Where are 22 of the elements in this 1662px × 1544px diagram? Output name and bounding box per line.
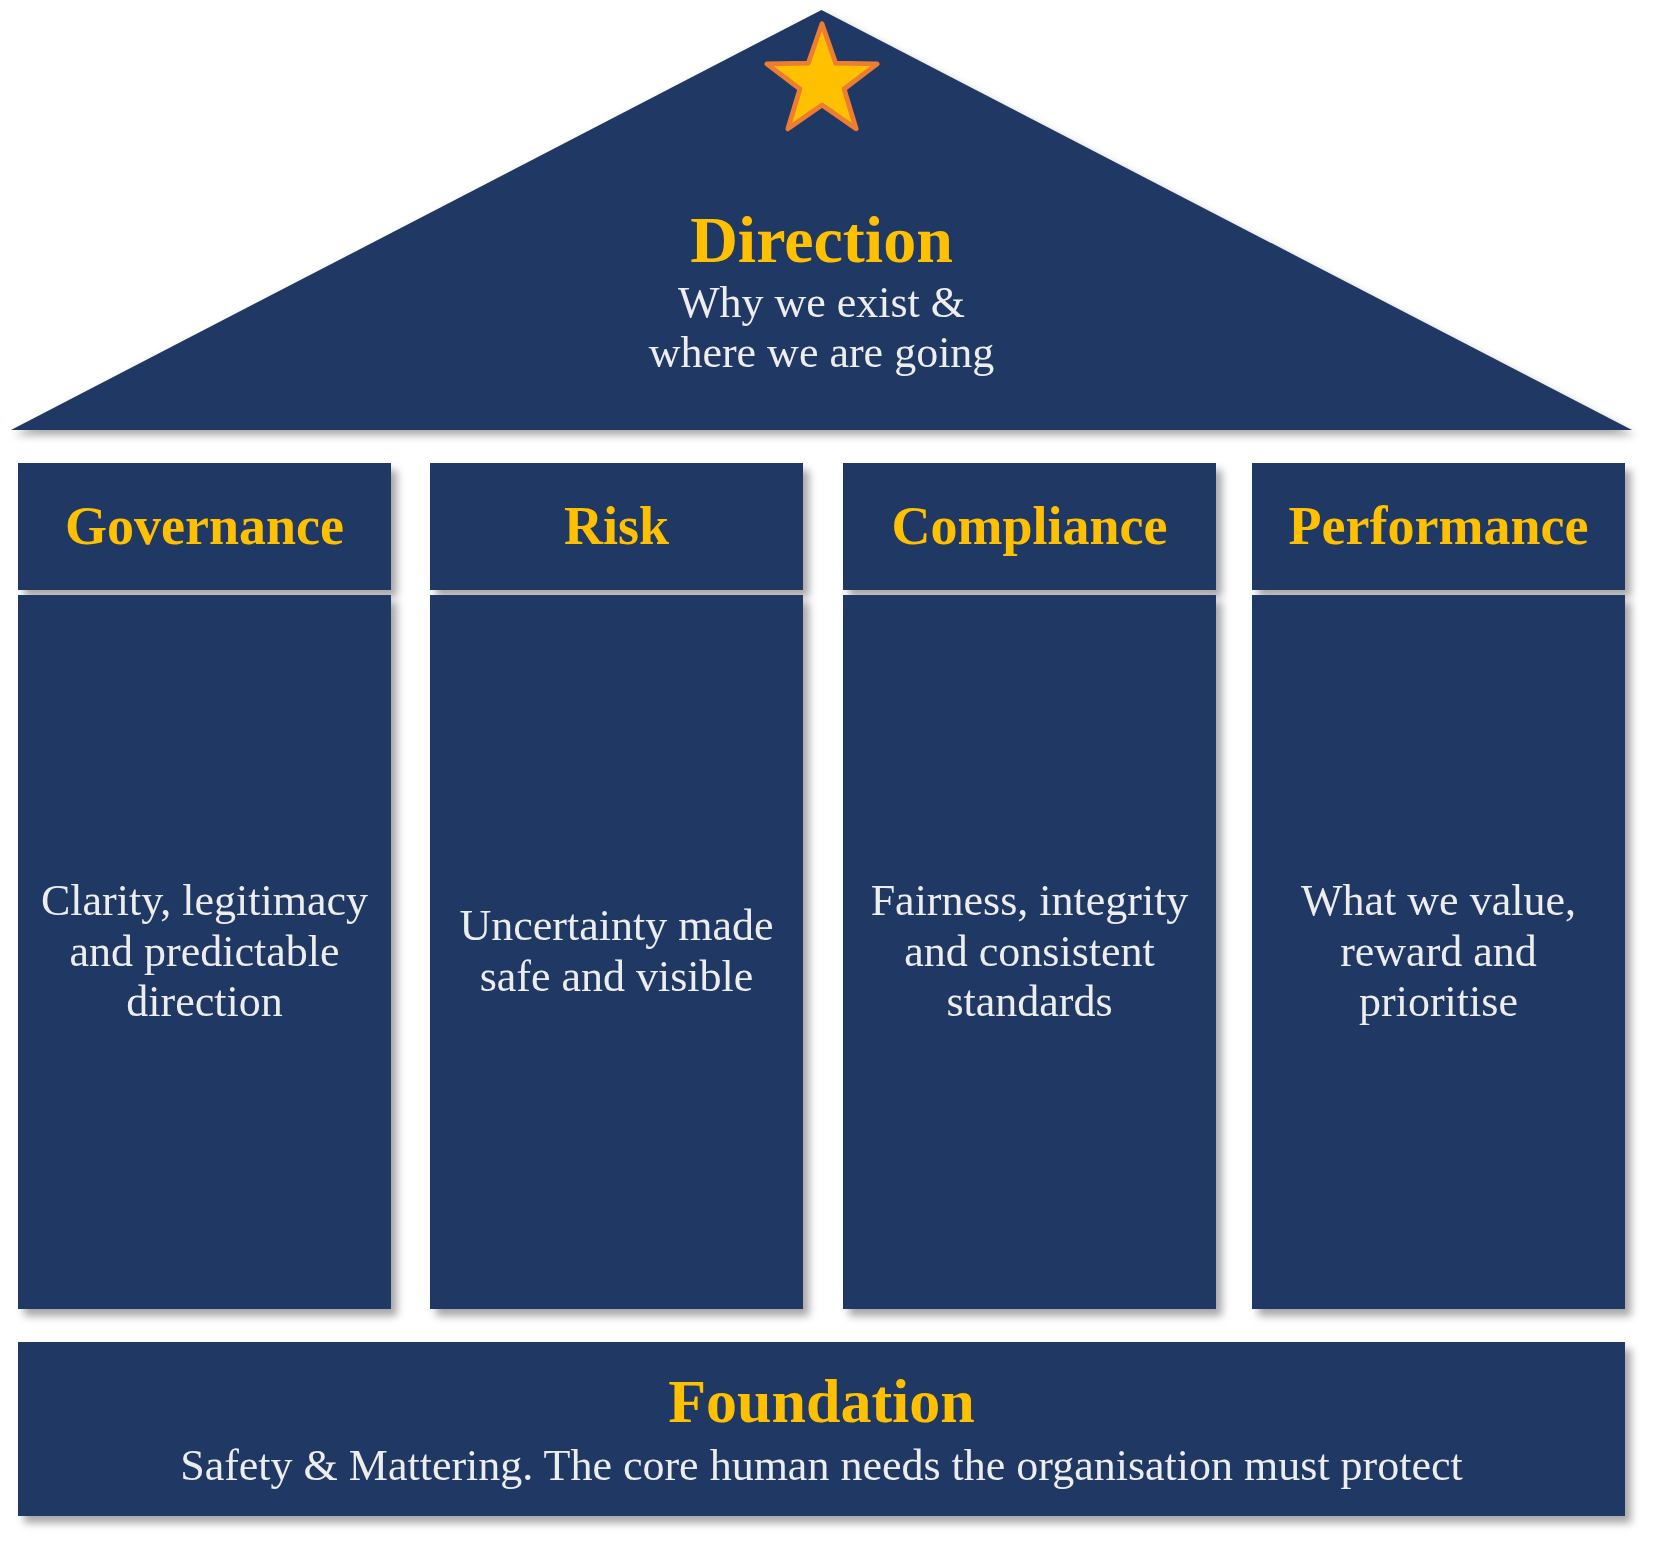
foundation-description: Safety & Mattering. The core human needs the organisation must protect (180, 1441, 1463, 1492)
roof-triangle (11, 10, 1632, 430)
pillar-description: Fairness, integrity and consistent standards (869, 876, 1190, 1028)
pillar-description: Uncertainty made safe and visible (458, 901, 775, 1003)
pillar-description: What we value, reward and prioritise (1300, 876, 1577, 1028)
pillar-header (430, 463, 803, 590)
pillar-heading: Governance (65, 495, 344, 558)
pillar-header (1252, 463, 1625, 590)
pillar-body (18, 595, 391, 1309)
roof-heading: Direction (690, 202, 953, 278)
pillar-heading: Performance (1288, 495, 1589, 558)
pillar-header (18, 463, 391, 590)
pillar-heading: Risk (563, 495, 669, 558)
foundation-heading: Foundation (668, 1366, 975, 1438)
pillar-description: Clarity, legitimacy and predictable direction (39, 876, 370, 1028)
pillar-heading: Compliance (891, 495, 1168, 558)
foundation-bar (18, 1342, 1625, 1516)
roof-subtitle: Why we exist & where we are going (647, 277, 996, 380)
pillar-body (843, 595, 1216, 1309)
pillar-header (843, 463, 1216, 590)
pillar-body (1252, 595, 1625, 1309)
pillar-body (430, 595, 803, 1309)
